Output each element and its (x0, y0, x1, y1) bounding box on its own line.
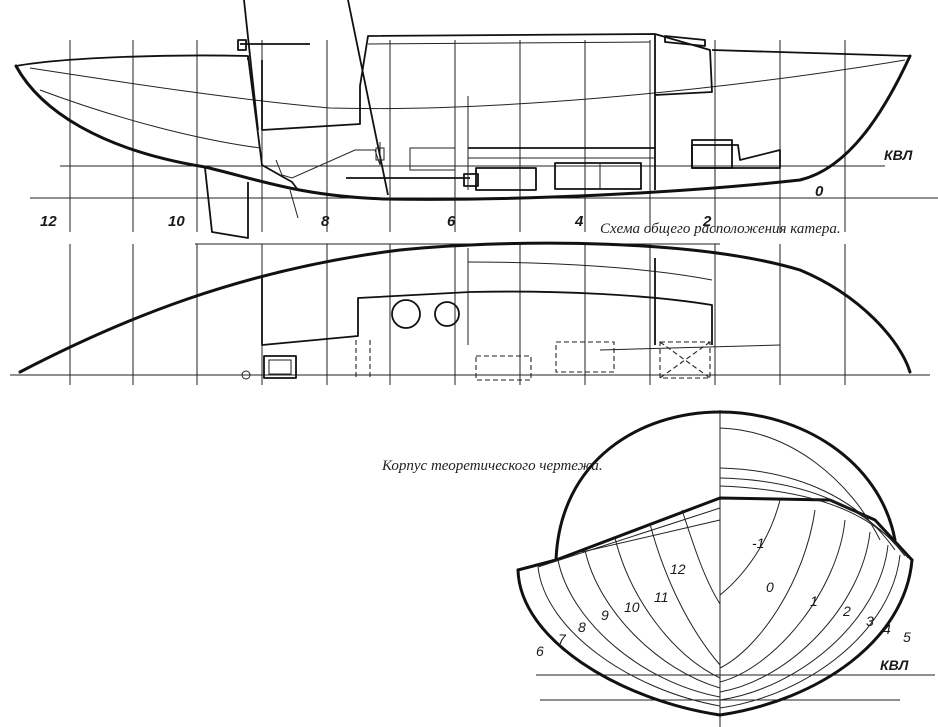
station-label: 6 (447, 213, 456, 230)
sheer-line (15, 54, 249, 67)
section-label: 8 (578, 619, 586, 635)
caption-general-arrangement: Схема общего расположения катера. (600, 221, 841, 237)
section-minus1 (719, 499, 781, 596)
chine-line (39, 89, 261, 149)
section-label: 6 (536, 643, 544, 659)
body-plan: 6 7 8 9 10 11 12 -1 0 1 2 3 4 5 КВЛ Корп… (381, 410, 935, 727)
station-label: 10 (168, 213, 185, 230)
plan-hatch (263, 355, 297, 379)
aft-line-2 (581, 519, 721, 553)
hatch (664, 35, 706, 47)
body-plan-labels-fwd: -1 0 1 2 3 4 5 (752, 535, 911, 645)
section-label: 11 (654, 589, 669, 605)
section-12 (681, 509, 721, 605)
plan-dashed-locker (659, 341, 711, 379)
section-5 (718, 558, 914, 717)
section-4 (719, 554, 901, 709)
porthole-1 (391, 299, 421, 329)
plan-view (10, 241, 930, 385)
plan-thin-line (599, 344, 781, 351)
plan-hatch-inner (268, 359, 292, 375)
hull-profile-outline (14, 54, 912, 201)
mast-aft (243, 0, 259, 131)
section-7 (537, 566, 721, 707)
porthole-2 (434, 301, 460, 327)
section-label: 2 (842, 603, 851, 619)
propeller (289, 189, 299, 219)
station-label: 2 (702, 213, 712, 230)
section-2 (719, 531, 871, 693)
section-label: 9 (601, 607, 609, 623)
section-11 (649, 523, 721, 666)
winch (237, 39, 247, 51)
deck-crown (554, 410, 897, 562)
station-label: 0 (815, 183, 824, 200)
plan-dashed-diag2 (659, 341, 711, 379)
bow-line-1 (719, 427, 881, 541)
station-grid-plan (69, 244, 846, 385)
section-label: 10 (624, 599, 640, 615)
section-label: 1 (810, 593, 818, 609)
forepeak-box (691, 139, 733, 169)
section-label: 3 (866, 613, 874, 629)
aft-line-1 (537, 507, 721, 568)
section-3 (719, 544, 889, 701)
caption-body-plan: Корпус теоретического чертежа. (381, 458, 603, 474)
section-6 (516, 568, 722, 717)
bow-line-4 (719, 485, 909, 559)
body-sheer-outline (516, 496, 914, 572)
section-10 (614, 537, 721, 679)
section-label: 12 (670, 561, 686, 577)
section-label: 0 (766, 579, 774, 595)
plan-cabin-outline (261, 275, 713, 346)
section-label: 7 (558, 631, 567, 647)
section-label: 4 (883, 621, 891, 637)
profile-station-numbers: 12 10 8 6 4 2 0 (40, 183, 824, 230)
rudder (204, 167, 249, 239)
bow-line-3 (719, 477, 906, 557)
section-8 (557, 559, 721, 698)
station-label: 4 (574, 213, 584, 230)
cabin-roof-line (367, 41, 651, 45)
profile-view: 12 10 8 6 4 2 0 КВЛ Схема общего располо… (14, 0, 938, 239)
cabin-superstructure (261, 33, 713, 190)
section-9 (584, 549, 721, 689)
station-label: 12 (40, 213, 57, 230)
plan-fitting (241, 370, 251, 380)
tank (554, 162, 642, 190)
bow-line-2 (719, 467, 896, 551)
interior-cockpit (275, 149, 381, 179)
plan-dashed-tank (555, 341, 615, 373)
section-1 (719, 519, 846, 683)
waterline-body-label: КВЛ (880, 657, 909, 673)
mast-step-box (375, 147, 385, 161)
deck-line (29, 59, 906, 110)
mast-fwd (347, 0, 389, 196)
waterline-label: КВЛ (884, 147, 913, 163)
galley (409, 147, 456, 171)
station-label: 8 (321, 213, 330, 230)
gearbox (463, 173, 479, 187)
transom (247, 55, 299, 191)
sheer-line-fwd (711, 49, 911, 57)
section-0 (719, 509, 816, 669)
section-label: 5 (903, 629, 911, 645)
plan-deck-outline (18, 241, 912, 374)
body-plan-labels-aft: 6 7 8 9 10 11 12 (536, 561, 686, 659)
section-label: -1 (752, 535, 764, 551)
plan-dashed-engine (475, 355, 532, 381)
station-grid-profile (69, 40, 846, 232)
engine (475, 167, 537, 191)
plan-cabin-inner (467, 261, 713, 281)
forepeak-locker (691, 144, 781, 169)
